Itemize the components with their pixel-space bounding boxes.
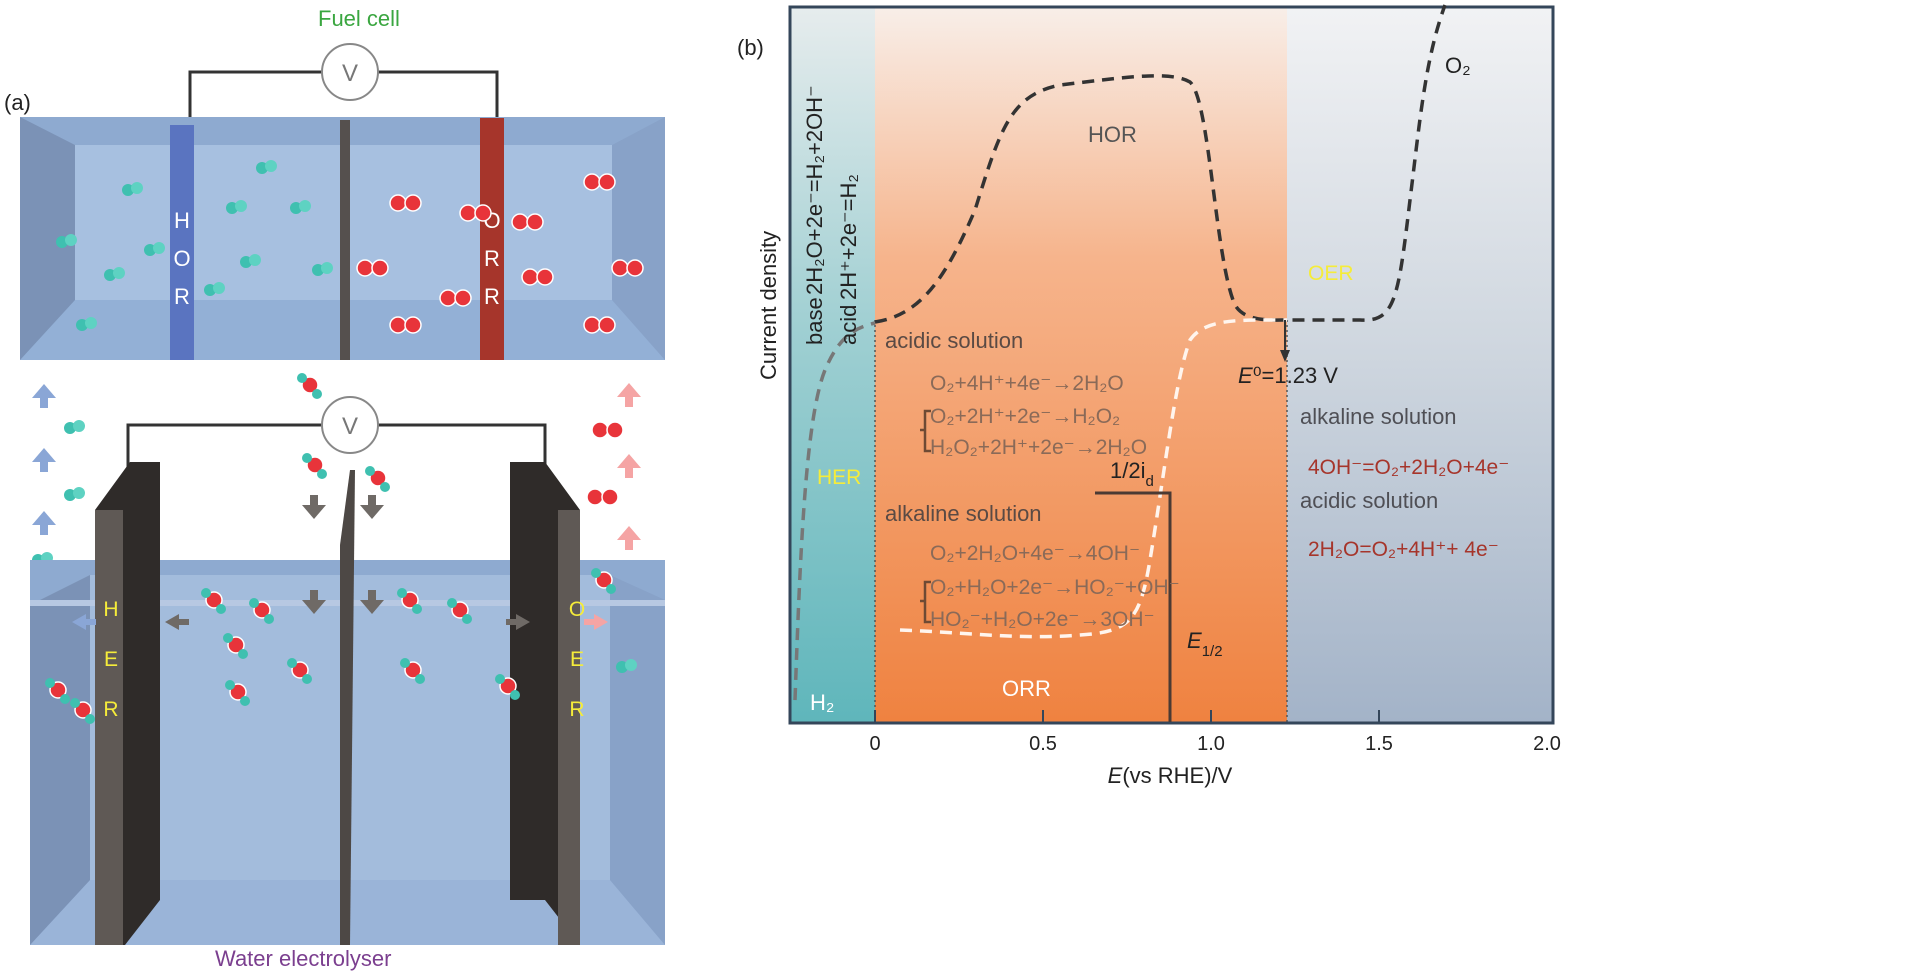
letter: R <box>569 698 584 721</box>
letter: E <box>570 648 584 671</box>
letter: R <box>484 284 500 309</box>
half-id-text: 1/2i <box>1110 458 1145 483</box>
oer-alkaline-title: alkaline solution <box>1300 404 1457 429</box>
letter: H <box>103 598 118 621</box>
letter: E <box>104 648 118 671</box>
panel-a: (a) Fuel cell V H O R O R <box>4 6 665 971</box>
e-half-symbol: E <box>1187 628 1202 653</box>
her-base-equation: 2H₂O+2e⁻=H₂+2OH⁻ <box>802 85 827 295</box>
acid-label: acid <box>836 305 861 345</box>
h2-label: H₂ <box>810 690 834 715</box>
orr-alkaline-title: alkaline solution <box>885 501 1042 526</box>
orr-label: ORR <box>1002 676 1051 701</box>
arrow-down-icon <box>302 495 326 519</box>
fuel-cell-tank: H O R O R R <box>20 117 665 360</box>
e0-symbol: E <box>1238 363 1253 388</box>
arrow-up-icon <box>32 384 56 408</box>
plot-area: 2H₂O+2e⁻=H₂+2OH⁻ 2H⁺+2e⁻=H₂ base acid O₂… <box>788 4 1555 725</box>
arrow-up-icon <box>32 448 56 472</box>
orr-alkaline-block: alkaline solution O₂+2H₂O+4e⁻→4OH⁻ O₂+H₂… <box>885 501 1180 631</box>
oer-acidic-eq: 2H₂O=O₂+4H⁺+ 4e⁻ <box>1308 538 1499 561</box>
hor-oer-curve <box>874 4 1447 324</box>
e-half-label: E1/2 <box>1187 628 1223 660</box>
plot-frame <box>788 5 1555 725</box>
her-curve <box>793 321 876 701</box>
orr-letters: O R R <box>483 208 500 309</box>
oer-acidic-title: acidic solution <box>1300 488 1438 513</box>
flow-arrows <box>32 372 641 566</box>
her-label: HER <box>817 466 861 489</box>
membrane <box>340 120 350 360</box>
fuel-cell-circuit: V <box>188 43 499 125</box>
voltmeter-icon <box>321 43 379 101</box>
molecules-electrolyser <box>44 567 637 725</box>
hor-letters: H O R <box>173 208 190 309</box>
orr-alkaline-eq2: O₂+H₂O+2e⁻→HO₂⁻+OH⁻ <box>930 576 1180 599</box>
orr-acidic-block: acidic solution O₂+4H⁺+4e⁻→2H₂O O₂+2H⁺+2… <box>885 328 1147 459</box>
hor-electrode <box>170 125 194 360</box>
orr-acidic-eq1: O₂+4H⁺+4e⁻→2H₂O <box>930 372 1124 395</box>
orr-acidic-eq3: H₂O₂+2H⁺+2e⁻→2H₂O <box>930 436 1147 459</box>
oer-block: alkaline solution 4OH⁻=O₂+2H₂O+4e⁻ acidi… <box>1300 404 1509 561</box>
e0-label: E⁰=1.23 V <box>1238 363 1338 388</box>
arrow-down-icon <box>360 495 384 519</box>
brace-icon <box>920 580 931 624</box>
base-label: base <box>802 297 827 345</box>
orr-electrode <box>480 118 504 360</box>
arrow-up-icon <box>32 511 56 535</box>
panel-b-label: (b) <box>737 35 764 60</box>
x-tick-label: 2.0 <box>1533 733 1561 755</box>
x-axis-symbol: E <box>1108 763 1123 788</box>
letter: H <box>174 208 190 233</box>
letter: O <box>569 598 585 621</box>
voltmeter-symbol: V <box>342 60 358 87</box>
y-axis-label: Current density <box>756 231 781 380</box>
x-tick-label: 0.5 <box>1029 733 1057 755</box>
orr-acidic-eq2: O₂+2H⁺+2e⁻→H₂O₂ <box>930 405 1120 428</box>
her-letters: H E R <box>103 598 118 721</box>
e0-value: ⁰=1.23 V <box>1253 363 1339 388</box>
half-id-label: 1/2id <box>1110 458 1154 490</box>
arrow-up-icon <box>617 526 641 550</box>
x-tick-label: 0 <box>869 733 880 755</box>
e-half-sub: 1/2 <box>1202 643 1223 660</box>
electrolyser-circuit: V <box>126 396 547 480</box>
orr-acidic-title: acidic solution <box>885 328 1023 353</box>
electrolyser-tank: H E R O E R <box>30 462 665 945</box>
x-axis-label: E(vs RHE)/V <box>1108 763 1233 788</box>
panel-b: (b) 2H₂O+2e⁻=H₂+2OH⁻ 2H⁺+2e⁻=H₂ base aci… <box>737 4 1561 788</box>
letter: R <box>174 284 190 309</box>
x-ticks <box>874 710 1380 722</box>
fuel-cell-title: Fuel cell <box>318 6 400 31</box>
letter: O <box>173 246 190 271</box>
arrow-up-icon <box>617 454 641 478</box>
x-tick-labels: 0 0.5 1.0 1.5 2.0 <box>869 733 1560 755</box>
x-tick-label: 1.5 <box>1365 733 1393 755</box>
voltmeter-symbol: V <box>342 413 358 440</box>
oer-alkaline-eq: 4OH⁻=O₂+2H₂O+4e⁻ <box>1308 456 1509 479</box>
oer-letters: O E R <box>569 598 585 721</box>
x-axis-unit: (vs RHE)/V <box>1122 763 1232 788</box>
x-tick-label: 1.0 <box>1197 733 1225 755</box>
orr-alkaline-eq3: HO₂⁻+H₂O+2e⁻→3OH⁻ <box>930 608 1155 631</box>
o2-label: O₂ <box>1445 53 1471 78</box>
half-id-sub: d <box>1145 473 1153 490</box>
membrane <box>340 470 355 945</box>
orr-alkaline-eq1: O₂+2H₂O+4e⁻→4OH⁻ <box>930 542 1140 565</box>
her-acid-equation: 2H⁺+2e⁻=H₂ <box>836 174 861 300</box>
her-region <box>791 8 875 722</box>
brace-icon <box>920 409 931 453</box>
half-limiting-current-marker <box>1095 491 1172 722</box>
hor-label: HOR <box>1088 122 1137 147</box>
orr-region <box>875 8 1287 722</box>
oer-label: OER <box>1308 262 1354 285</box>
panel-a-label: (a) <box>4 90 31 115</box>
letter: R <box>103 698 118 721</box>
letter: R <box>484 246 500 271</box>
electrolyser-title: Water electrolyser <box>215 946 391 971</box>
voltmeter-icon <box>321 396 379 454</box>
arrow-up-icon <box>617 383 641 407</box>
